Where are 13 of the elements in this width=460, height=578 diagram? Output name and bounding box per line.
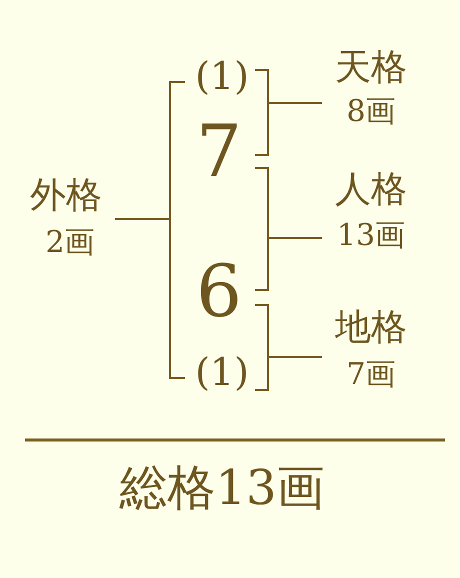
stroke-count: 8画 bbox=[346, 95, 396, 128]
category-label: 人格 bbox=[335, 170, 407, 210]
stroke-count: 2画 bbox=[45, 226, 95, 259]
category-label: 天格 bbox=[335, 48, 407, 88]
stroke-count: (1) bbox=[195, 56, 249, 98]
category-label: 地格 bbox=[335, 308, 407, 348]
total-label: 総格13画 bbox=[119, 462, 325, 515]
stroke-count: (1) bbox=[195, 352, 249, 394]
category-label: 外格 bbox=[30, 176, 102, 216]
stroke-count: 6 bbox=[196, 252, 242, 332]
stroke-count: 13画 bbox=[336, 219, 406, 252]
stroke-count: 7画 bbox=[346, 358, 396, 391]
stroke-count: 7 bbox=[196, 112, 242, 192]
